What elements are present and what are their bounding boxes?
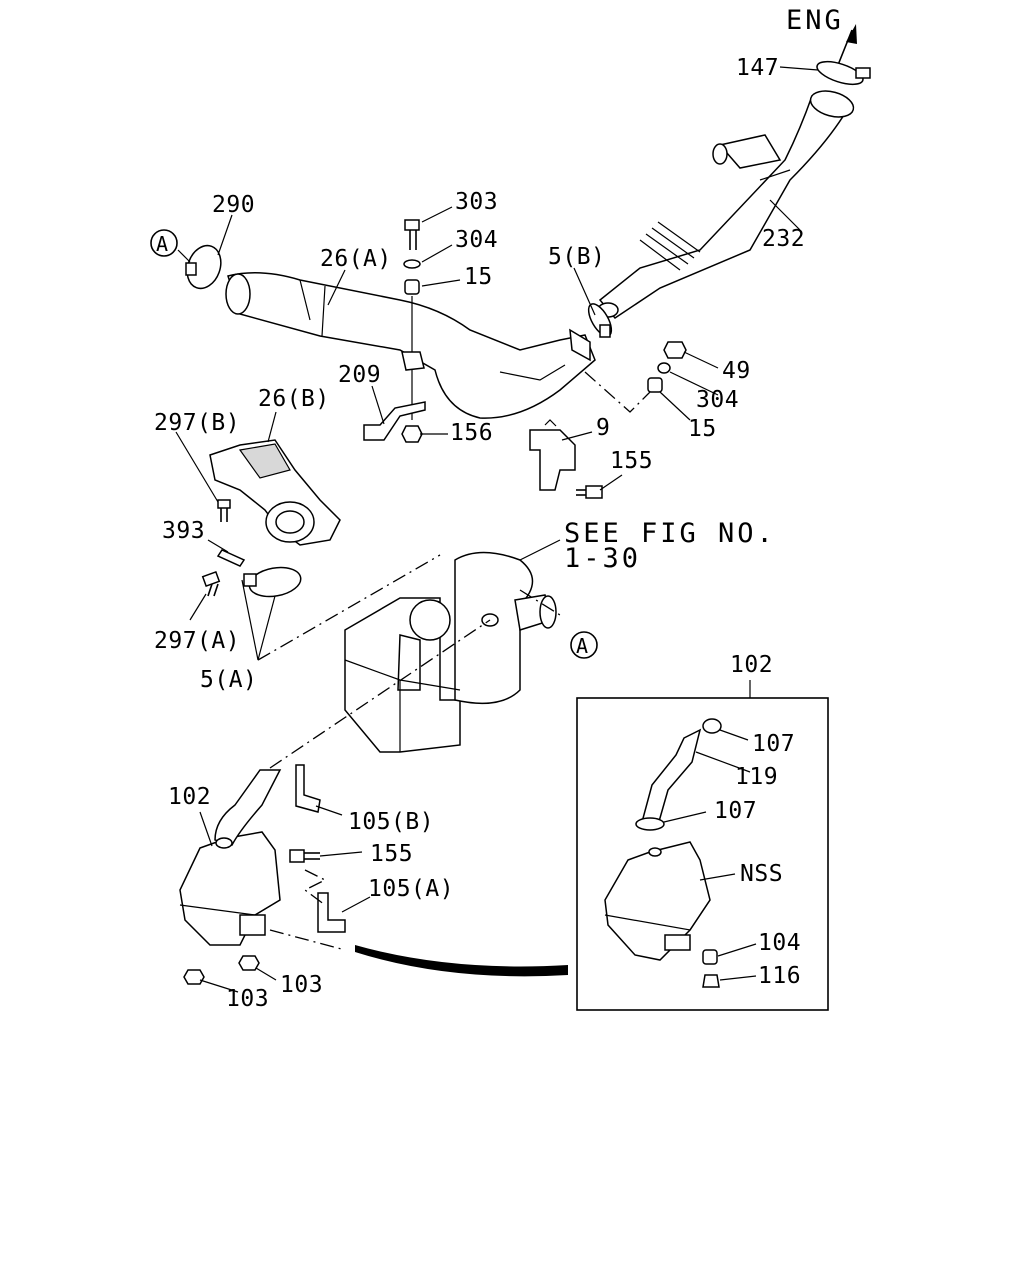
dash-link-105 (303, 869, 327, 906)
hose-232 (597, 90, 855, 319)
label-5b: 5(B) (548, 244, 605, 270)
pin-393 (216, 549, 246, 567)
detail-box (576, 697, 829, 1011)
bolt-297a (201, 570, 221, 597)
label-393: 393 (162, 518, 205, 544)
dash-link-5a (257, 554, 441, 661)
label-155-lower: 155 (370, 841, 413, 867)
label-297b: 297(B) (154, 410, 240, 436)
dash-link-102 (269, 619, 491, 769)
label-5a: 5(A) (200, 667, 257, 693)
label-9: 9 (596, 415, 610, 441)
ref-circle-a-top (150, 229, 178, 257)
dash-link-103 (269, 929, 346, 951)
label-see-fig-line2: 1-30 (564, 543, 641, 574)
nut-49 (663, 341, 687, 359)
dash-link-9 (584, 371, 651, 413)
grommet-15-lower (647, 377, 663, 393)
nut-156 (401, 425, 423, 443)
label-107-upper: 107 (752, 731, 795, 757)
label-156: 156 (450, 420, 493, 446)
dash-link-a (519, 589, 561, 616)
label-105b: 105(B) (348, 809, 434, 835)
nut-103-right (238, 955, 260, 971)
label-290: 290 (212, 192, 255, 218)
label-ref-a-mid: A (576, 634, 589, 658)
washer-304-upper (403, 259, 421, 269)
bolt-155-upper (576, 485, 603, 499)
label-297a: 297(A) (154, 628, 240, 654)
bolt-155-lower (289, 849, 320, 863)
label-103-left: 103 (226, 986, 269, 1012)
clamp-107-upper (702, 718, 722, 734)
label-nss: NSS (740, 861, 783, 887)
bracket-105a (317, 892, 346, 933)
nut-103-left (183, 969, 205, 985)
hose-119 (641, 728, 702, 826)
clamp-290 (185, 244, 222, 290)
grommet-104 (702, 949, 718, 965)
leader-5a-v (241, 579, 276, 661)
label-ref-a-top: A (156, 232, 169, 256)
label-26b: 26(B) (258, 386, 330, 412)
bolt-303 (404, 219, 420, 250)
label-303: 303 (455, 189, 498, 215)
bracket-105b (295, 764, 321, 813)
washer-304-lower (657, 362, 671, 374)
label-209: 209 (338, 362, 381, 388)
ref-circle-a-mid (570, 631, 598, 659)
label-232: 232 (762, 226, 805, 252)
label-102-box: 102 (730, 652, 773, 678)
label-26a: 26(A) (320, 246, 392, 272)
bolt-297b (217, 499, 231, 522)
label-105a: 105(A) (368, 876, 454, 902)
reservoir-102 (179, 769, 282, 946)
label-15-upper: 15 (464, 264, 493, 290)
clamp-107-lower (635, 817, 665, 831)
label-103-right: 103 (280, 972, 323, 998)
label-304-lower: 304 (696, 387, 739, 413)
label-15-lower: 15 (688, 416, 717, 442)
label-107-lower: 107 (714, 798, 757, 824)
label-304-upper: 304 (455, 227, 498, 253)
air-cleaner (344, 551, 557, 753)
label-116: 116 (758, 963, 801, 989)
label-119: 119 (735, 764, 778, 790)
reservoir-102-detail (604, 841, 711, 961)
bracket-209 (363, 351, 426, 441)
label-see-fig-line1: SEE FIG NO. (564, 518, 776, 549)
label-102-left: 102 (168, 784, 211, 810)
heavy-link-arrow (355, 945, 568, 977)
label-155-upper: 155 (610, 448, 653, 474)
label-49: 49 (722, 358, 751, 384)
clamp-5a (243, 566, 302, 598)
grommet-15-upper (404, 279, 420, 295)
label-eng: ENG (786, 5, 844, 36)
grommet-116 (702, 974, 720, 988)
clamp-147 (816, 60, 871, 86)
label-104: 104 (758, 930, 801, 956)
bracket-9 (529, 419, 576, 491)
leader-lines (175, 66, 819, 993)
label-147: 147 (736, 55, 779, 81)
duct-26b (209, 439, 341, 546)
clamp-5b (587, 303, 613, 338)
